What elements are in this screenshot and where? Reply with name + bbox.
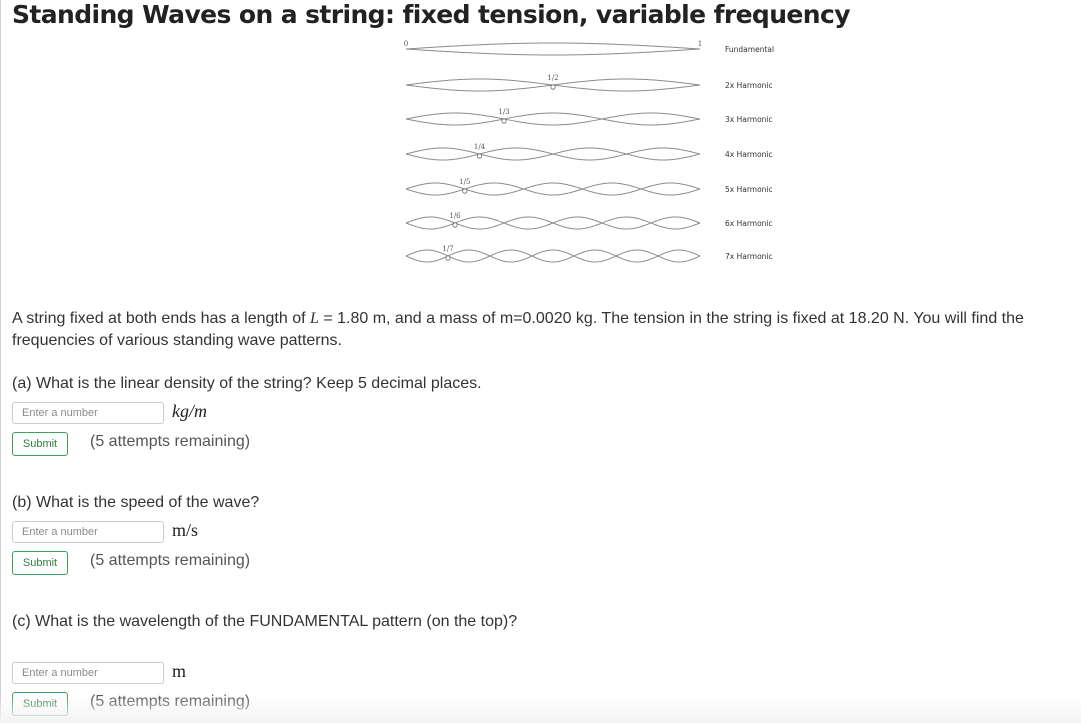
question-a-label: (a) What is the linear density of the st… xyxy=(12,375,482,392)
node-label: 1/2 xyxy=(547,74,558,82)
problem-prefix: A string fixed at both ends has a length… xyxy=(12,310,310,327)
node-label: 1/4 xyxy=(474,143,486,151)
question-c-unit: m xyxy=(172,661,187,681)
wave-envelope-upper xyxy=(405,112,701,126)
wave-envelope-lower xyxy=(405,112,701,126)
diagram-end-label-left: 0 xyxy=(404,40,408,48)
question-a-input[interactable] xyxy=(12,402,164,424)
question-b-attempts: (5 attempts remaining) xyxy=(90,552,251,569)
question-a-attempts: (5 attempts remaining) xyxy=(90,433,251,450)
harmonic-label: 7x Harmonic xyxy=(725,252,773,261)
question-b-unit: m/s xyxy=(172,520,199,540)
question-a-unit: kg/m xyxy=(172,401,207,421)
harmonic-label: 4x Harmonic xyxy=(725,150,773,159)
wave-envelope-lower xyxy=(405,182,701,196)
wave-node-marker xyxy=(452,222,458,228)
question-a-submit-button[interactable]: Submit xyxy=(12,432,68,456)
harmonic-label: 3x Harmonic xyxy=(725,115,773,124)
question-b-label: (b) What is the speed of the wave? xyxy=(12,494,260,511)
wave-envelope-lower xyxy=(405,249,701,263)
page-left-border xyxy=(0,0,1,723)
wave-node-marker xyxy=(462,188,468,194)
harmonic-label: 6x Harmonic xyxy=(725,219,773,228)
harmonic-label: 2x Harmonic xyxy=(725,81,773,90)
wave-node-marker xyxy=(501,118,507,124)
length-variable: L xyxy=(309,310,319,327)
node-label: 1/3 xyxy=(498,108,509,116)
question-c-attempts: (5 attempts remaining) xyxy=(90,693,251,710)
wave-node-marker xyxy=(550,84,556,90)
node-label: 1/7 xyxy=(442,245,453,253)
problem-details: = 1.80 m, and a mass of m=0.0020 kg. The… xyxy=(12,310,1024,349)
question-c-input[interactable] xyxy=(12,662,164,684)
wave-node-marker xyxy=(445,255,451,261)
diagram-end-label-right: 1 xyxy=(698,40,702,48)
wave-envelope-upper xyxy=(405,182,701,196)
node-label: 1/6 xyxy=(449,212,461,220)
wave-node-marker xyxy=(476,153,483,159)
page-title: Standing Waves on a string: fixed tensio… xyxy=(12,0,850,29)
wave-envelope-upper xyxy=(405,249,701,263)
harmonic-label: Fundamental xyxy=(725,45,774,54)
question-c-submit-button[interactable]: Submit xyxy=(12,692,68,716)
question-c-label: (c) What is the wavelength of the FUNDAM… xyxy=(12,613,518,630)
problem-statement: A string fixed at both ends has a length… xyxy=(12,308,1074,352)
question-b-input[interactable] xyxy=(12,521,164,543)
question-b-submit-button[interactable]: Submit xyxy=(12,551,68,575)
wave-envelope-upper xyxy=(405,42,701,50)
node-label: 1/5 xyxy=(459,178,470,186)
wave-envelope-lower xyxy=(405,147,701,161)
harmonic-label: 5x Harmonic xyxy=(725,185,773,194)
wave-envelope-lower xyxy=(405,48,701,56)
